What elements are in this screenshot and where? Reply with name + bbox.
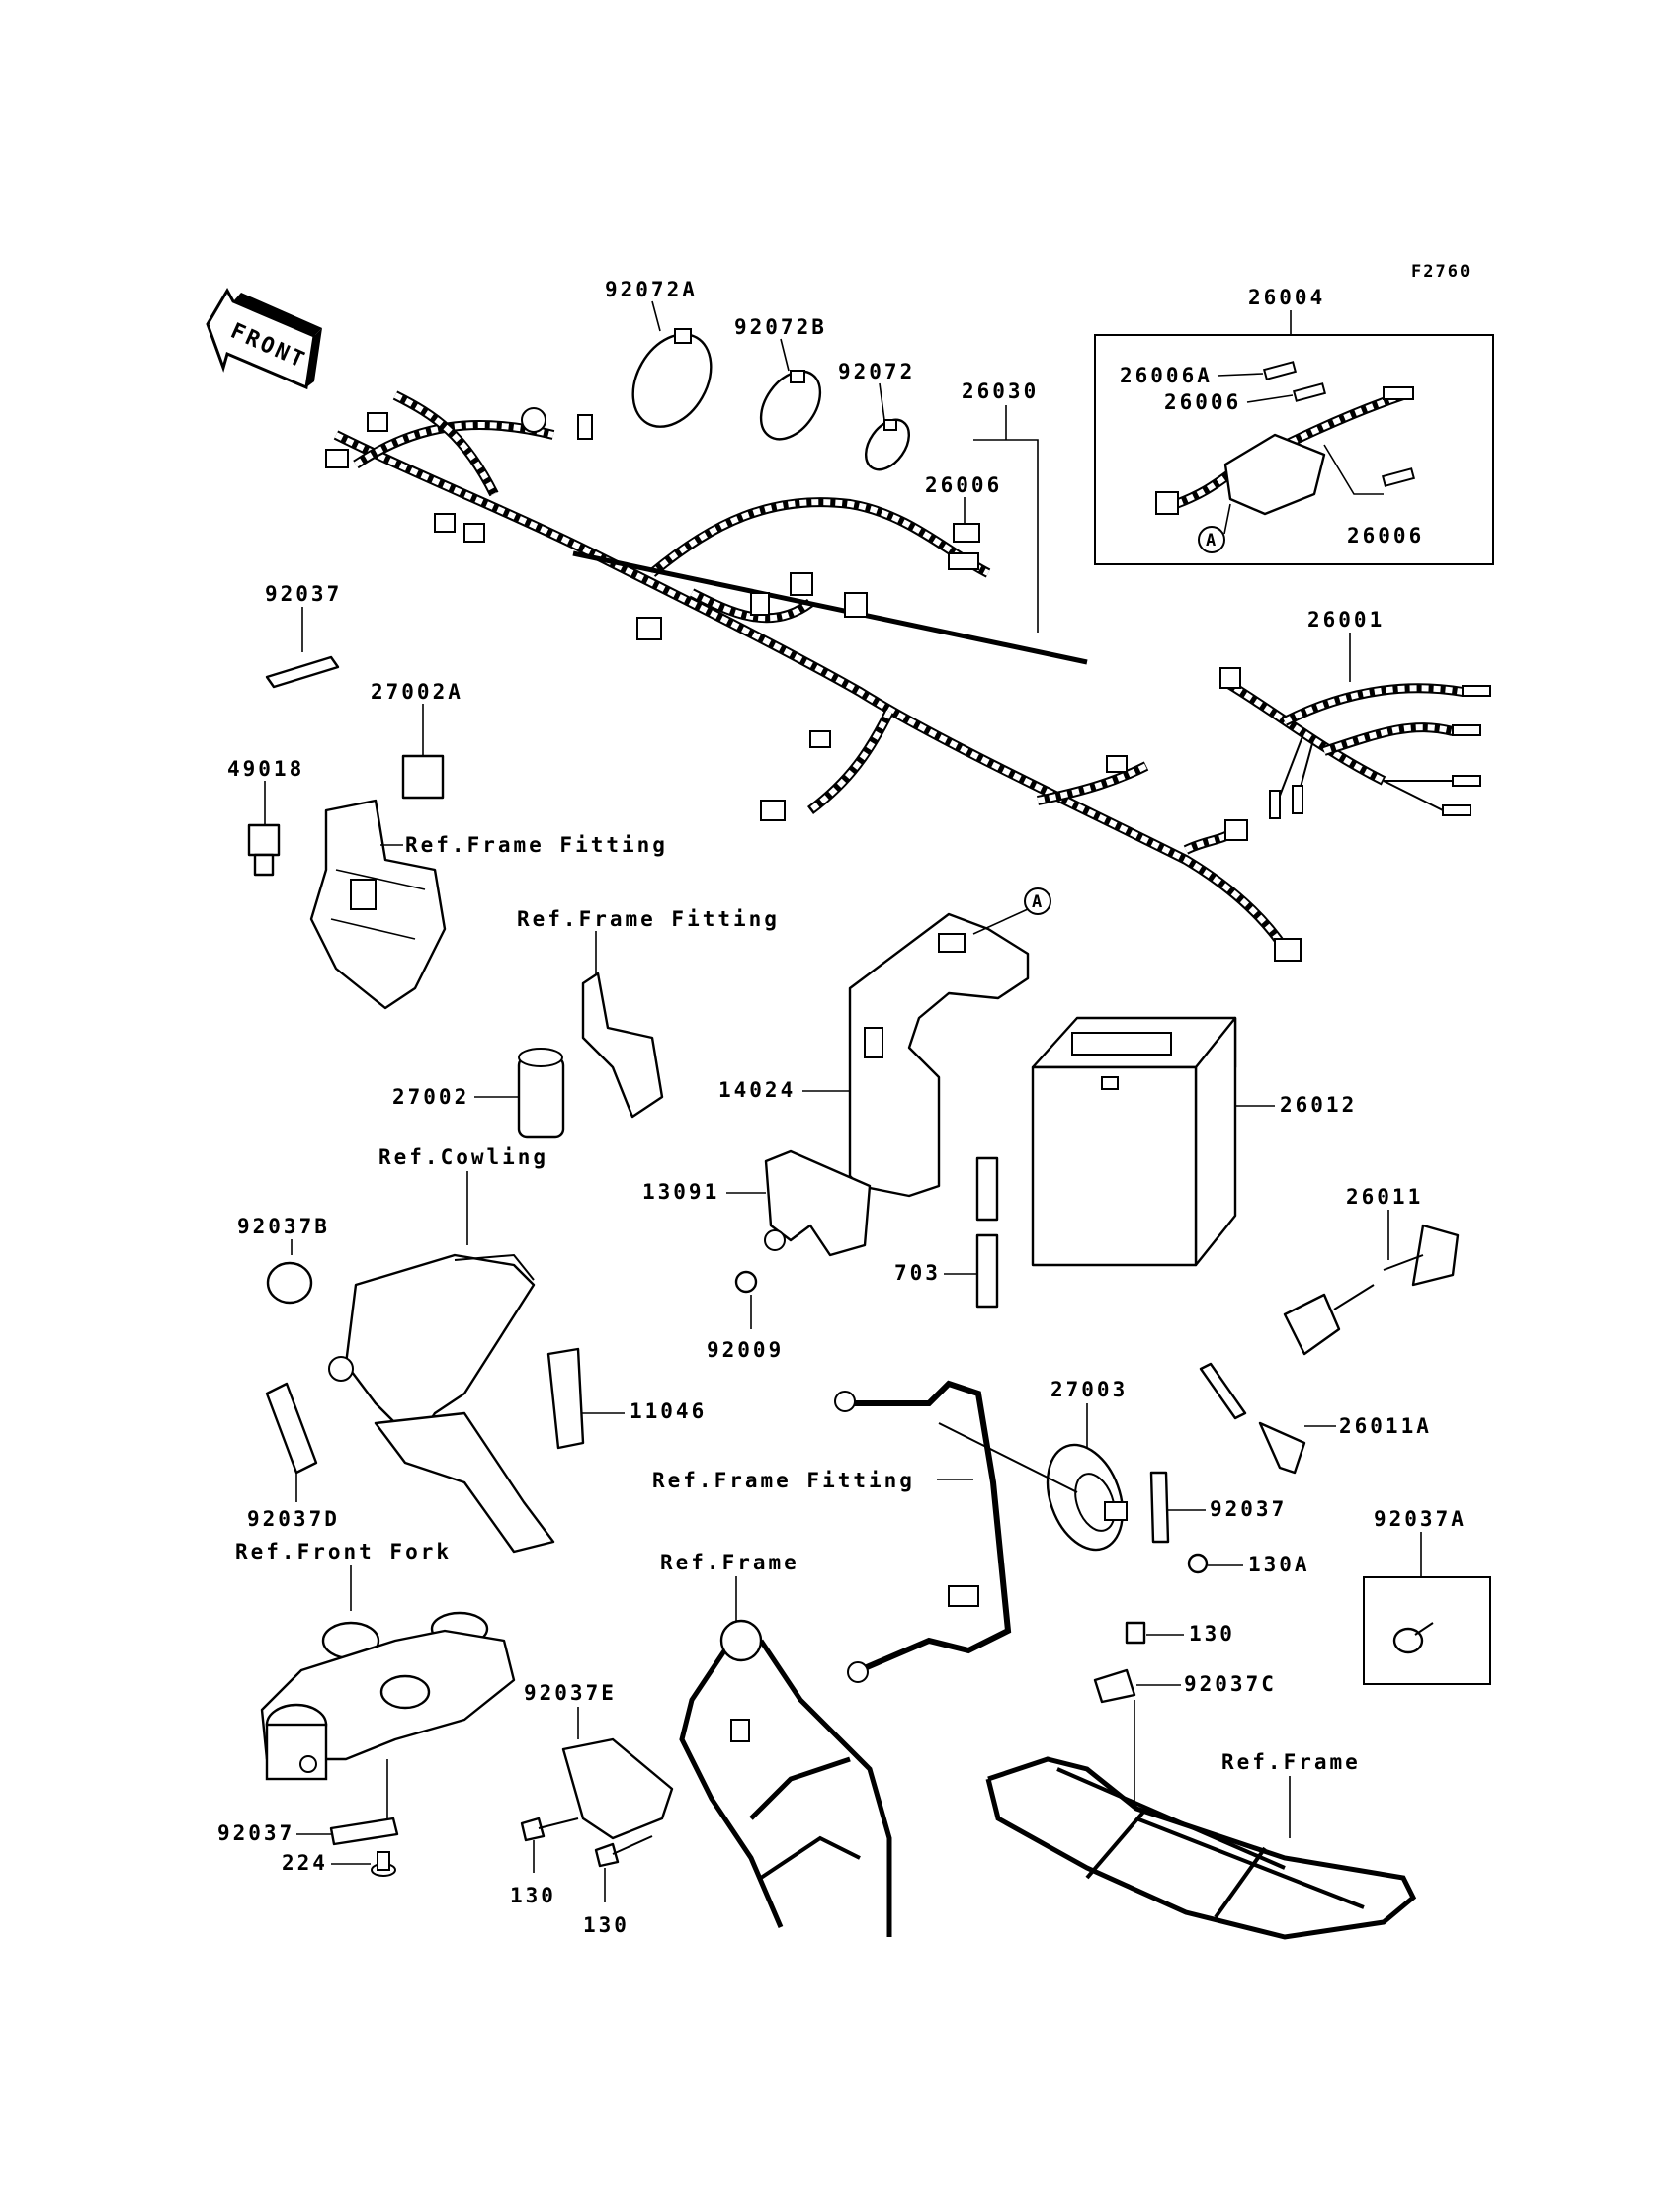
callout-26006-main: 26006 [925,473,1002,497]
marker-a-cover-label: A [1032,892,1042,912]
callout-27002A: 27002A [371,680,463,704]
clip-92037B [266,1261,313,1305]
marker-a-kit [1198,526,1225,553]
bracket-92037E [561,1737,674,1840]
callout-13091: 13091 [642,1180,719,1204]
callout-92037A: 92037A [1374,1507,1467,1531]
ref-frame-fitting-2: Ref.Frame Fitting [517,907,780,931]
strap-92037-top [265,655,340,689]
bracket-frame-fitting-3 [834,1380,1078,1683]
callout-26012: 26012 [1280,1093,1357,1117]
callout-92009: 92009 [707,1338,784,1362]
callout-130-a: 130 [510,1884,556,1907]
ref-frame-1: Ref.Frame [660,1551,799,1574]
battery-26012 [1031,1016,1237,1267]
ref-frame-fitting-1: Ref.Frame Fitting [405,833,668,857]
strap-92037D [265,1382,318,1475]
part-49018 [247,823,281,857]
callout-26006A: 26006A [1120,364,1213,387]
cable-tie-92072 [864,418,911,471]
terminal-cover-26011 [1283,1224,1460,1356]
relay-27002 [517,1048,565,1139]
bolt-130-right [1125,1621,1146,1645]
callout-92037-fork: 92037 [217,1821,294,1845]
callout-92037-top: 92037 [265,582,342,606]
bracket-frame-fitting-2 [581,972,664,1119]
cable-tie-92072B [759,370,822,441]
callout-92072: 92072 [838,360,915,383]
callout-26001: 26001 [1307,608,1385,632]
callout-11046: 11046 [630,1399,707,1423]
callout-92072B: 92072B [734,315,827,339]
callout-92072A: 92072A [605,278,698,301]
cowling-bracket [328,1253,555,1554]
bolt-130A [1187,1553,1209,1574]
strap-92037-horn [1149,1471,1170,1544]
ref-frame-2: Ref.Frame [1221,1750,1361,1774]
ref-cowling: Ref.Cowling [378,1145,548,1169]
front-arrow-icon: FRONT [206,287,322,390]
callout-92037E: 92037E [524,1681,617,1705]
kit-harness-26004 [1155,361,1416,516]
bolt-130-b [594,1835,653,1868]
callout-92037C: 92037C [1184,1672,1277,1696]
cable-26011A [1199,1362,1306,1475]
callout-26006-kit2: 26006 [1347,524,1424,548]
callout-130-right: 130 [1189,1622,1235,1646]
strap-92037-fork [329,1817,399,1846]
callout-92037B: 92037B [237,1215,330,1238]
cable-tie-92072A [631,328,713,428]
fuse-holder-26006 [953,523,980,543]
callout-224: 224 [282,1851,328,1875]
marker-a-cover [1024,887,1051,915]
callout-26030: 26030 [962,380,1039,403]
relay-27002A [401,754,445,800]
front-fork-bracket [260,1611,516,1781]
bolt-92009 [734,1270,758,1294]
callout-130-b: 130 [583,1913,630,1937]
callout-27003: 27003 [1050,1378,1128,1401]
sub-harness-26001 [1219,667,1491,819]
ref-front-fork: Ref.Front Fork [235,1540,452,1563]
callout-26011: 26011 [1346,1185,1423,1209]
tube-703-lower [975,1233,999,1309]
marker-a-kit-label: A [1206,531,1216,550]
callout-92037D: 92037D [247,1507,340,1531]
callout-26011A: 26011A [1339,1414,1432,1438]
box-92037A [1363,1576,1491,1685]
callout-26006-kit1: 26006 [1164,390,1241,414]
bolt-130-a [520,1817,579,1842]
kit-box-26004 [1094,334,1494,565]
bracket-11046 [546,1347,585,1450]
callout-703: 703 [894,1261,941,1285]
callout-27002: 27002 [392,1085,469,1109]
callout-92037-horn: 92037 [1210,1497,1287,1521]
callout-130A: 130A [1248,1553,1310,1576]
clip-92037A [1392,1627,1424,1654]
battery-cover-14024 [848,912,1030,1198]
callout-26004: 26004 [1248,286,1325,309]
horn-27003 [1046,1443,1128,1552]
bracket-frame-fitting-1 [309,799,447,1010]
callout-49018: 49018 [227,757,304,781]
ref-frame-fitting-3: Ref.Frame Fitting [652,1469,915,1492]
rear-frame [985,1700,1417,1940]
tube-703-upper [975,1156,999,1222]
callout-14024: 14024 [718,1078,796,1102]
bolt-224 [371,1851,396,1877]
main-harness-26030 [325,390,1302,962]
clamp-92037C [1093,1668,1136,1704]
figure-id: F2760 [1411,262,1471,282]
main-frame [679,1619,892,1937]
